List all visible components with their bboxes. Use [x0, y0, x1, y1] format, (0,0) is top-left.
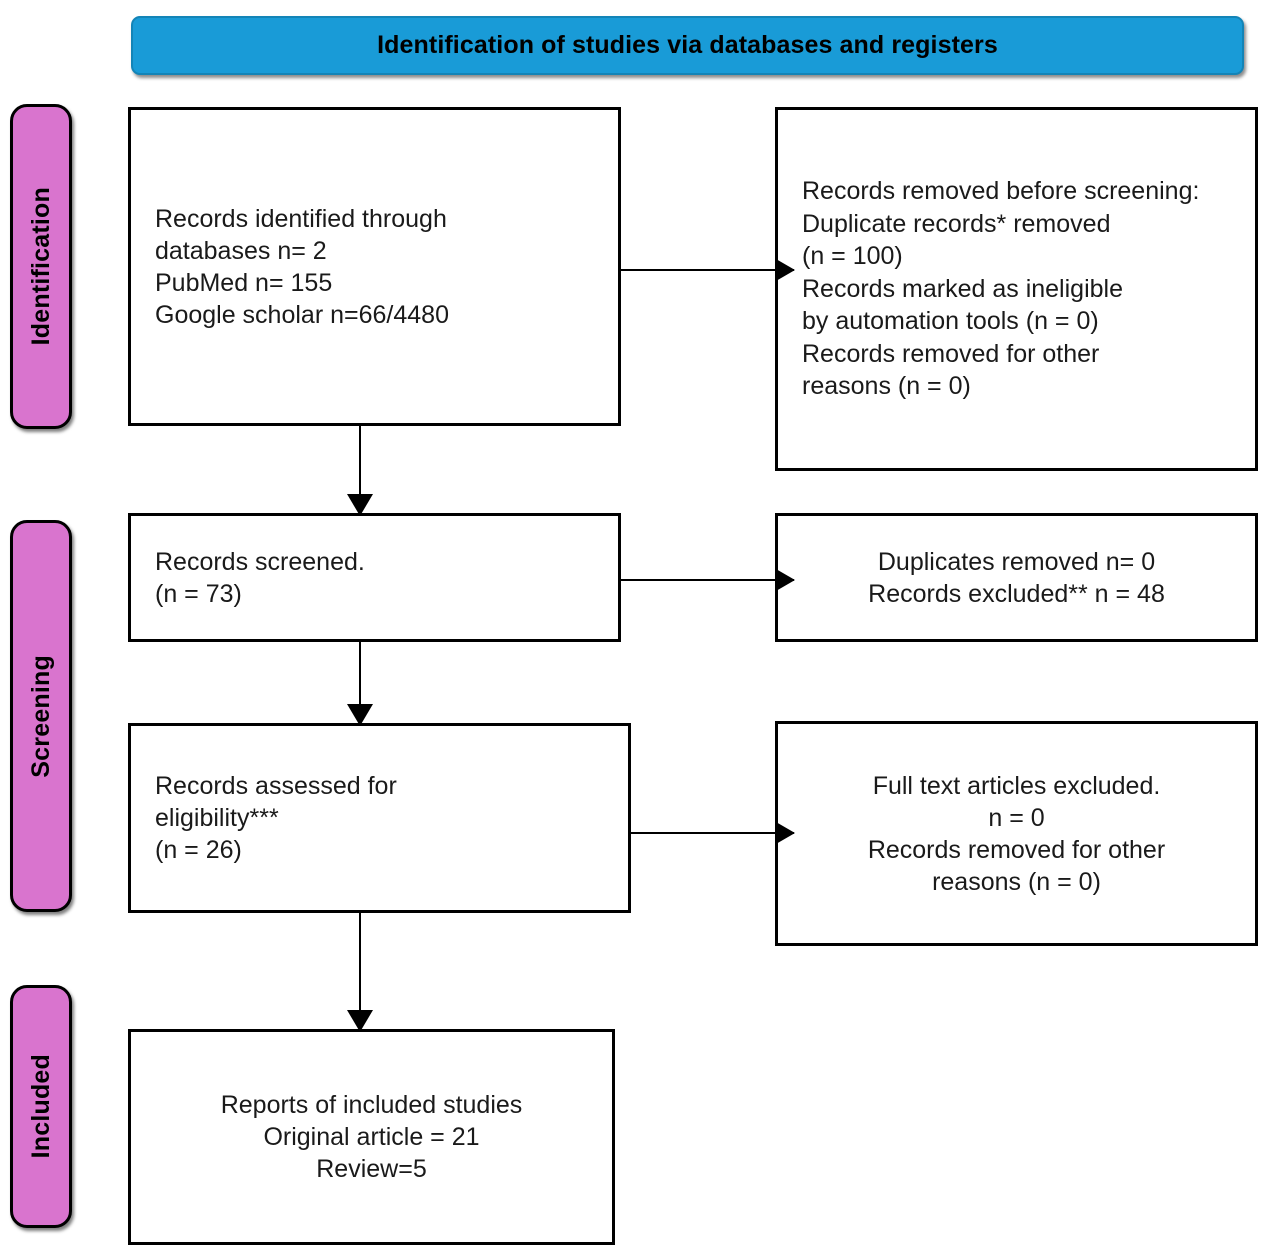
records-screened-line-1: Records screened.: [155, 547, 365, 576]
records-removed-line-2: (n = 100): [802, 242, 903, 271]
arrow-head-icon: [776, 569, 795, 591]
arrow-identified-to-removed: [621, 258, 795, 282]
records-screened-line-2: (n = 73): [155, 579, 242, 608]
records-removed-line-5: Records removed for other: [802, 339, 1100, 368]
duplicates-excluded-line-2: Records excluded** n = 48: [868, 579, 1165, 608]
arrow-head-icon: [347, 1010, 373, 1032]
stage-label-screening-text: Screening: [26, 654, 55, 778]
eligibility-line-2: eligibility***: [155, 804, 279, 832]
arrow-shaft: [359, 913, 361, 1031]
arrow-shaft: [359, 426, 361, 515]
records-identified-line-4: Google scholar n=66/4480: [155, 300, 449, 329]
records-identified-line-3: PubMed n= 155: [155, 268, 333, 297]
box-duplicates-removed-records-excluded: Duplicates removed n= 0 Records excluded…: [775, 513, 1258, 642]
fulltext-line-2: n = 0: [988, 803, 1045, 832]
records-removed-line-6: reasons (n = 0): [802, 372, 971, 401]
included-line-2: Original article = 21: [263, 1123, 480, 1151]
fulltext-line-4: reasons (n = 0): [932, 867, 1101, 896]
stage-label-identification: Identification: [10, 104, 72, 429]
stage-label-included-text: Included: [26, 1054, 55, 1159]
arrow-shaft: [621, 269, 794, 271]
diagram-header-banner: Identification of studies via databases …: [131, 16, 1244, 75]
arrow-screened-to-duplicates: [621, 568, 795, 592]
box-reports-of-included-studies: Reports of included studies Original art…: [128, 1029, 615, 1245]
box-records-identified: Records identified through databases n= …: [128, 107, 621, 426]
arrow-shaft: [631, 832, 794, 834]
arrow-shaft: [621, 579, 794, 581]
eligibility-line-3: (n = 26): [155, 836, 242, 864]
records-removed-heading-plain: Records removed: [802, 177, 1007, 206]
included-line-3: Review=5: [316, 1155, 427, 1183]
arrow-head-icon: [347, 494, 373, 516]
stage-label-screening: Screening: [10, 520, 72, 912]
box-full-text-articles-excluded: Full text articles excluded. n = 0 Recor…: [775, 721, 1258, 946]
arrow-head-icon: [776, 822, 795, 844]
arrow-head-icon: [347, 704, 373, 726]
arrow-eligibility-to-fulltext: [631, 821, 795, 845]
eligibility-line-1: Records assessed for: [155, 772, 397, 800]
stage-label-identification-text: Identification: [26, 187, 55, 346]
box-records-removed-before-screening: Records removed before screening: Duplic…: [775, 107, 1258, 471]
arrow-eligibility-to-included: [347, 913, 373, 1032]
arrow-shaft: [359, 642, 361, 725]
records-removed-heading: Records removed before screening:: [778, 175, 1255, 208]
records-removed-heading-italic: before screening: [1006, 177, 1193, 206]
diagram-title: Identification of studies via databases …: [377, 30, 998, 59]
records-removed-line-3: Records marked as ineligible: [802, 274, 1123, 303]
records-identified-line-1: Records identified through: [155, 204, 447, 233]
fulltext-line-1: Full text articles excluded.: [872, 771, 1161, 800]
stage-label-included: Included: [10, 985, 72, 1228]
box-records-assessed-for-eligibility: Records assessed for eligibility*** (n =…: [128, 723, 631, 913]
fulltext-line-3: Records removed for other: [867, 835, 1166, 864]
arrow-identified-to-screened: [347, 426, 373, 516]
duplicates-excluded-line-1: Duplicates removed n= 0: [877, 547, 1156, 576]
records-identified-line-2: databases n= 2: [155, 236, 327, 265]
box-records-screened: Records screened. (n = 73): [128, 513, 621, 642]
arrow-head-icon: [776, 259, 795, 281]
arrow-screened-to-eligibility: [347, 642, 373, 726]
records-removed-heading-colon: :: [1192, 177, 1200, 206]
records-removed-line-1: Duplicate records* removed: [802, 209, 1111, 238]
records-removed-line-4: by automation tools (n = 0): [802, 307, 1099, 336]
included-line-1: Reports of included studies: [220, 1091, 523, 1119]
